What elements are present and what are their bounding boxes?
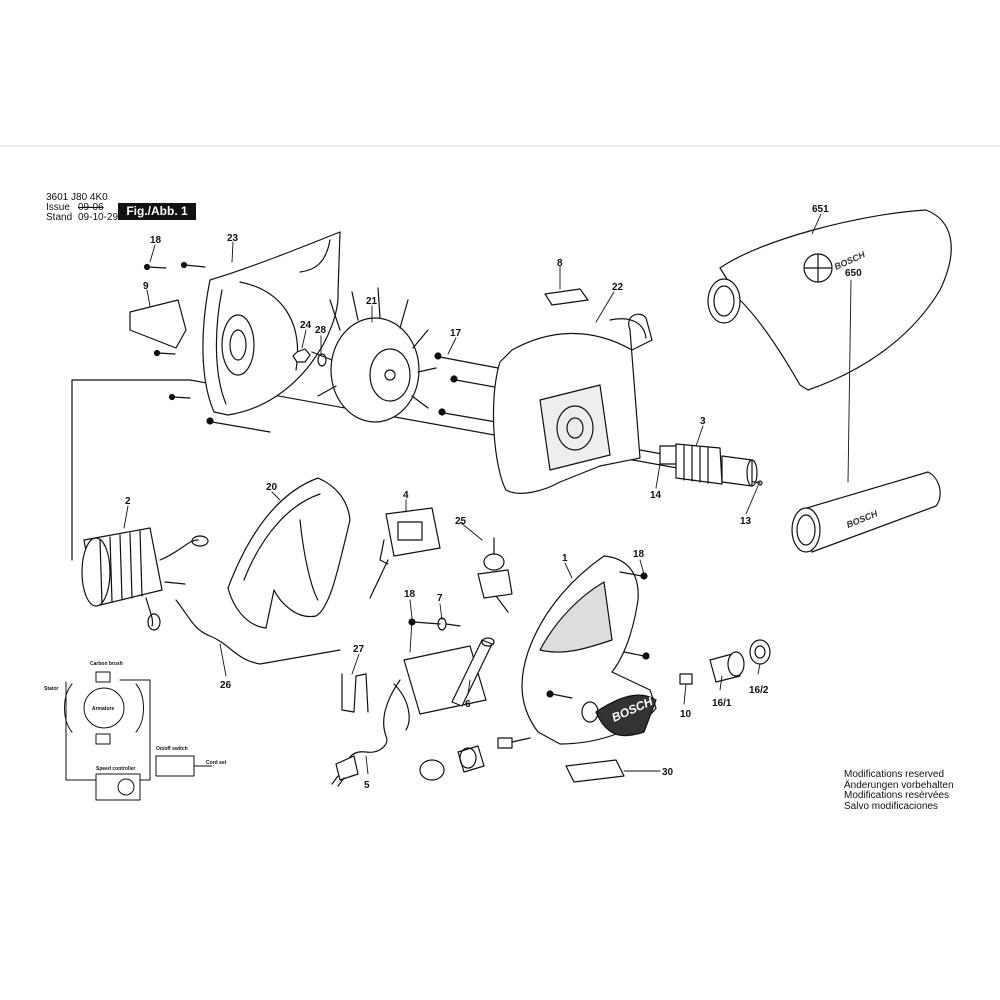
washer-28 [317,353,327,367]
callout-label: 8 [557,258,563,269]
stand-value: 09-10-29 [78,212,119,223]
callout-label: 3 [700,416,706,427]
cap-16-1 [709,651,745,683]
screws-18-right [546,571,650,699]
callout-label: 2 [125,496,131,507]
switch-4 [369,507,441,599]
mod-line: Änderungen vorbehalten [844,779,954,791]
fan-impeller [311,287,437,423]
mod-line: Modifications reserved [844,769,945,780]
callout-label: 10 [680,709,692,720]
stand-label: Stand [46,212,73,223]
knob-10 [679,673,693,685]
callout-label: 16/1 [712,698,732,709]
label-sheet [403,645,487,715]
label-switch: On/off switch [156,746,188,752]
label-30 [565,759,625,783]
label-8 [544,288,589,306]
callout-label: 20 [266,482,278,493]
callout-label: 26 [220,680,232,691]
callout-label: 21 [366,296,378,307]
callout-label: 650 [845,268,862,279]
callout-group: 18 23 9 21 24 28 17 8 22 651 3 14 13 650… [125,204,862,791]
lead-26 [175,599,341,665]
callout-label: 24 [300,320,312,331]
bearing-13 [757,480,763,486]
cord-clip [341,673,369,713]
figure-label: Fig./Abb. 1 [118,203,196,220]
housing-shell [521,555,657,745]
callout-label: 14 [650,490,662,501]
screws-17 [206,352,501,433]
callout-label: 1 [562,553,568,564]
nozzle [791,471,941,553]
assembly-line [189,379,761,484]
callout-label: 18 [404,589,416,600]
label-carbon-brush: Carbon brush [90,661,123,667]
callout-label: 18 [633,549,645,560]
callout-label: 651 [812,204,829,215]
callout-label: 18 [150,235,162,246]
mod-line: Modifications resèrvées [844,790,950,801]
plate-9 [129,299,187,349]
motor-housing [492,313,653,494]
armature-3 [639,443,758,487]
callout-label: 13 [740,516,752,527]
mod-line: Salvo modificaciones [844,800,938,812]
callout-label: 6 [465,699,471,710]
callout-label: 23 [227,233,239,244]
callout-label: 4 [403,490,409,501]
callout-label: 30 [662,767,674,778]
issue-label: Issue [46,202,70,213]
rod-6 [451,637,495,707]
callout-label: 28 [315,325,327,336]
wiring-schematic [64,671,213,801]
callout-label: 9 [143,281,149,292]
callout-label: 22 [612,282,624,293]
callout-label: 17 [450,328,462,339]
label-speed-controller: Speed controller [96,766,136,772]
part-code: 3601 J80 4K0 [46,192,108,203]
leader-lines [123,213,852,775]
label-cord-set: Cord set [206,760,227,766]
lower-cap-group [419,737,531,781]
callout-label: 7 [437,593,443,604]
callout-label: 16/2 [749,685,769,696]
screw-7 [408,617,461,631]
modifications-note: Modifications reserved Änderungen vorbeh… [844,769,954,812]
stator-2 [81,527,209,631]
callout-label: 27 [353,644,365,655]
handle-cover [227,477,351,629]
label-armature: Armature [92,706,114,712]
callout-label: 25 [455,516,467,527]
schematic-labels: Carbon brush Stator Armature On/off swit… [44,661,227,772]
callout-label: 5 [364,780,370,791]
nut-24 [292,348,311,363]
label-stator: Stator [44,686,59,692]
fan-housing-left [202,231,341,416]
issue-value: 09-06 [78,202,104,213]
ring-16-2 [749,639,771,665]
speed-controller [477,537,513,613]
power-cord [331,679,410,787]
dust-bag [707,209,952,391]
screws-18-top [143,261,206,401]
